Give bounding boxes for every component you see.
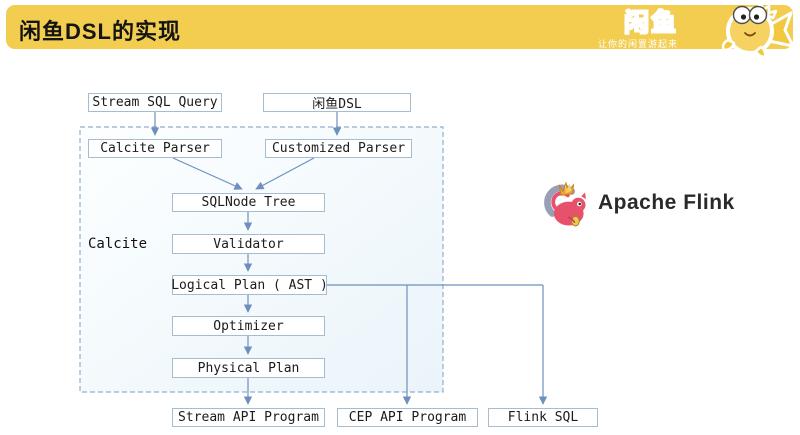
flink-squirrel-icon [544,181,586,227]
xianyu-logo: 闲鱼 让你的闲置游起来 [597,9,678,50]
apache-flink-label: Apache Flink [598,191,735,214]
node-stream-sql-query: Stream SQL Query [88,93,222,112]
slide-header: 闲鱼DSL的实现 闲鱼 让你的闲置游起来 [6,5,793,49]
calcite-container-label: Calcite [88,236,148,252]
xianyu-logo-text: 闲鱼 [623,9,678,37]
node-validator: Validator [172,234,325,254]
node-physical-plan: Physical Plan [172,358,325,378]
node-logical-plan-ast: Logical Plan ( AST ) [171,275,328,295]
calcite-container [79,126,444,393]
node-xianyu-dsl: 闲鱼DSL [263,93,411,112]
fish-mascot-icon [721,2,795,59]
node-stream-api-program: Stream API Program [172,408,325,427]
node-calcite-parser: Calcite Parser [88,139,222,158]
page-title: 闲鱼DSL的实现 [19,19,182,44]
node-sqlnode-tree: SQLNode Tree [172,193,325,212]
node-flink-sql: Flink SQL [488,408,598,427]
node-customized-parser: Customized Parser [265,139,412,158]
apache-flink-brand: Apache Flink [540,178,735,228]
node-optimizer: Optimizer [172,316,325,336]
xianyu-logo-tagline: 让你的闲置游起来 [597,39,678,49]
node-cep-api-program: CEP API Program [337,408,478,427]
